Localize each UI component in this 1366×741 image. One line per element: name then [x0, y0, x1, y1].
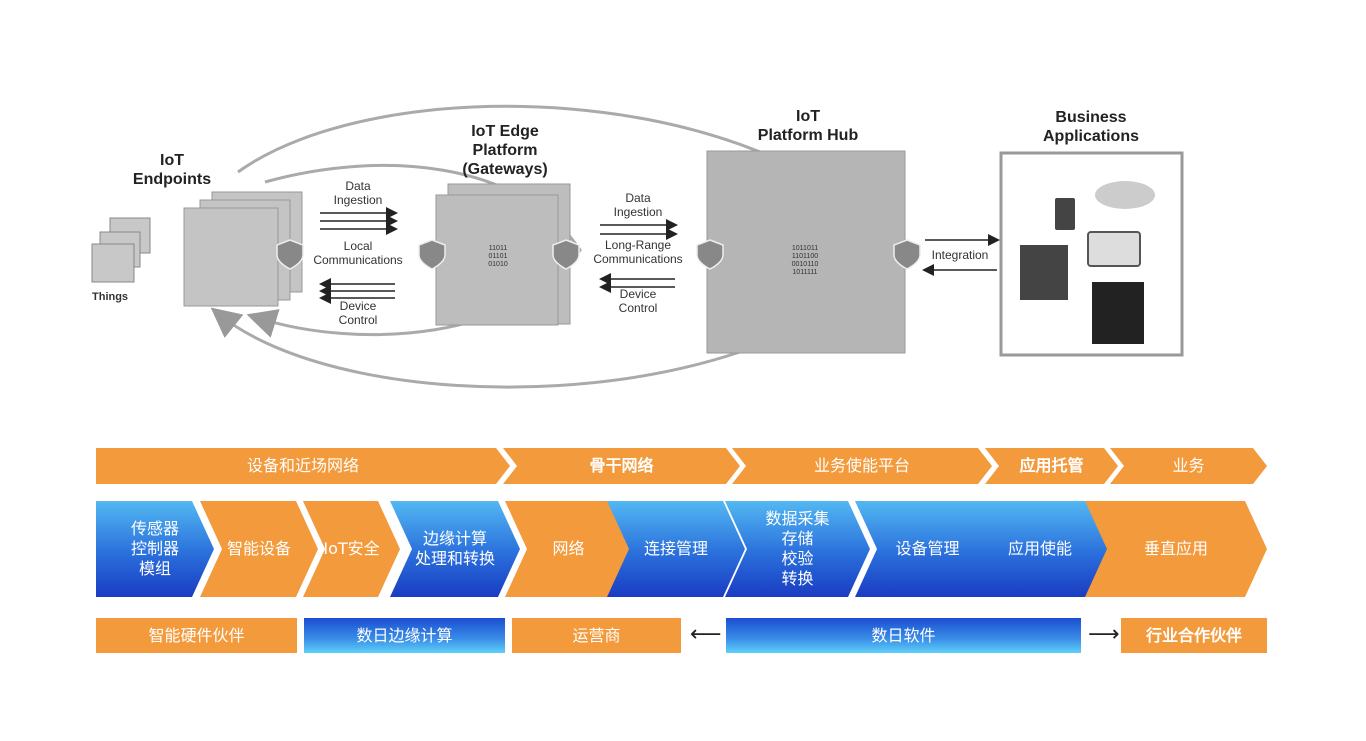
- right-arrow-icon: ⟶: [1088, 622, 1120, 647]
- stage-label: 业务: [1172, 456, 1205, 475]
- partner-smart-hardware: 智能硬件伙伴: [96, 618, 297, 653]
- step-label: 垂直应用: [1144, 539, 1208, 559]
- stage-devices-near-field: 设备和近场网络: [96, 448, 510, 484]
- step-label-line: 连接管理: [643, 539, 708, 558]
- edge-gateway-box: [435, 183, 571, 326]
- step-label: 设备管理: [895, 539, 959, 559]
- value-chain-step: 数据采集存储校验转换: [725, 501, 870, 597]
- value-chain-step: 连接管理: [607, 501, 745, 597]
- value-chain-step: 垂直应用: [1085, 501, 1267, 597]
- partner-operator: 运营商: [512, 618, 681, 653]
- partner-label: 智能硬件伙伴: [148, 625, 245, 645]
- partner-edge-computing: 数日边缘计算: [304, 618, 505, 653]
- step-label: 智能设备: [227, 539, 291, 559]
- value-chain-step: 传感器控制器模组: [96, 501, 214, 597]
- partner-label: 行业合作伙伴: [1145, 625, 1242, 645]
- value-chain-step: 智能设备: [200, 501, 318, 597]
- svg-text:Integration: Integration: [932, 248, 989, 262]
- stage-label: 应用托管: [1019, 456, 1084, 475]
- partner-software: 数日软件: [726, 618, 1081, 653]
- step-label-line: 转换: [781, 569, 814, 588]
- step-label-line: 处理和转换: [414, 549, 495, 568]
- phone-icon: [1055, 198, 1075, 230]
- stage-label: 业务使能平台: [813, 456, 910, 475]
- left-arrow-icon: ⟵: [690, 622, 722, 647]
- step-label-line: 存储: [781, 529, 814, 548]
- server-icon: [1020, 245, 1068, 300]
- things-cubes-icon: [91, 217, 151, 283]
- things-label: Things: [92, 291, 128, 303]
- step-label-line: 设备管理: [895, 539, 960, 558]
- tower-server-icon: [1092, 282, 1144, 344]
- step-label-line: 垂直应用: [1143, 539, 1208, 558]
- value-chain-step: 应用使能: [965, 501, 1115, 597]
- stage-label: 设备和近场网络: [246, 456, 359, 475]
- stage-backbone-network: 骨干网络: [503, 448, 740, 484]
- partner-label: 运营商: [572, 625, 621, 645]
- step-label: 边缘计算处理和转换: [415, 529, 495, 569]
- step-label: 应用使能: [1008, 539, 1072, 559]
- step-label-line: IoT安全: [323, 539, 380, 558]
- tablet-icon: [1087, 231, 1141, 267]
- partner-industry: 行业合作伙伴: [1121, 618, 1267, 653]
- step-label-line: 网络: [552, 539, 585, 558]
- step-label-line: 传感器: [130, 519, 179, 538]
- step-label-line: 数据采集: [765, 509, 830, 528]
- step-label: 传感器控制器模组: [131, 519, 179, 579]
- step-label: 网络: [552, 539, 584, 559]
- step-label-line: 控制器: [130, 539, 179, 558]
- step-label-line: 校验: [781, 549, 814, 568]
- step-label-line: 应用使能: [1007, 539, 1072, 558]
- step-label: IoT安全: [323, 539, 379, 559]
- step-label: 连接管理: [644, 539, 708, 559]
- step-label-line: 边缘计算: [422, 529, 487, 548]
- inner-loop-arc: [246, 163, 582, 338]
- step-label-line: 智能设备: [226, 539, 291, 558]
- stage-label: 骨干网络: [589, 456, 654, 475]
- data-flow-arrows: [319, 207, 1000, 304]
- step-label-line: 模组: [138, 559, 171, 578]
- step-label: 数据采集存储校验转换: [765, 509, 829, 589]
- security-shield-icons: [276, 239, 921, 270]
- stage-business: 业务: [1110, 448, 1267, 484]
- cloud-icon: [1095, 181, 1155, 209]
- value-chain-step: 网络: [505, 501, 632, 597]
- stage-app-hosting: 应用托管: [985, 448, 1118, 484]
- partner-label: 数日软件: [871, 625, 936, 645]
- partner-label: 数日边缘计算: [356, 625, 453, 645]
- platform-hub-box: [706, 150, 906, 354]
- stage-enablement-platform: 业务使能平台: [732, 448, 992, 484]
- value-chain-step: 边缘计算处理和转换: [390, 501, 520, 597]
